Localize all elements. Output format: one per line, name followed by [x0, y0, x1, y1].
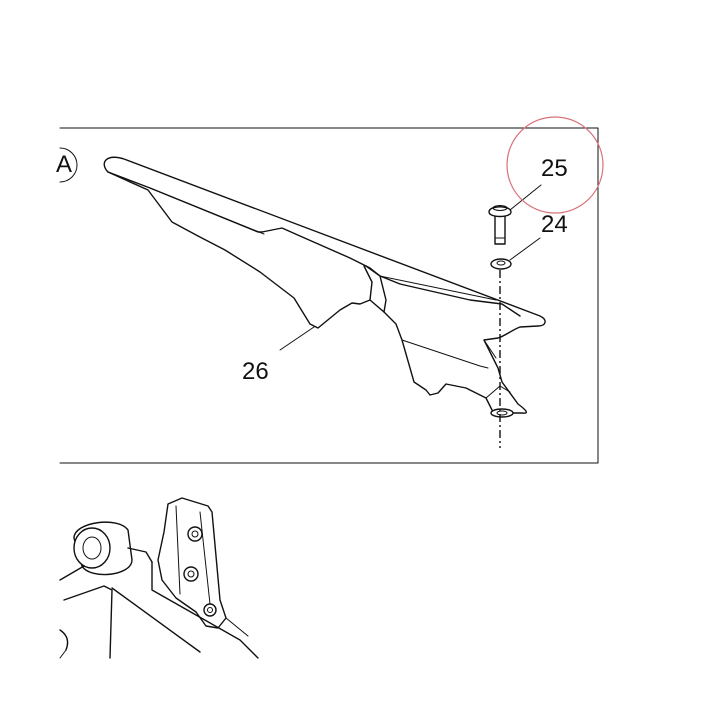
callout-24-label: 24 [541, 211, 568, 238]
callout-26: 26 [242, 326, 315, 385]
washer [490, 258, 512, 270]
bolt [488, 205, 512, 245]
highlight-circle [506, 116, 604, 214]
callout-25: 25 [509, 155, 568, 211]
chain-guard [103, 156, 546, 418]
callout-25-label: 25 [541, 155, 568, 182]
highlight-ring [506, 116, 604, 214]
detail-frame [59, 127, 599, 464]
callout-26-label: 26 [242, 358, 269, 385]
callout-24: 24 [509, 211, 568, 261]
frame-bracket-view [59, 497, 259, 659]
view-marker: A [56, 147, 78, 183]
view-marker-label: A [56, 151, 72, 178]
